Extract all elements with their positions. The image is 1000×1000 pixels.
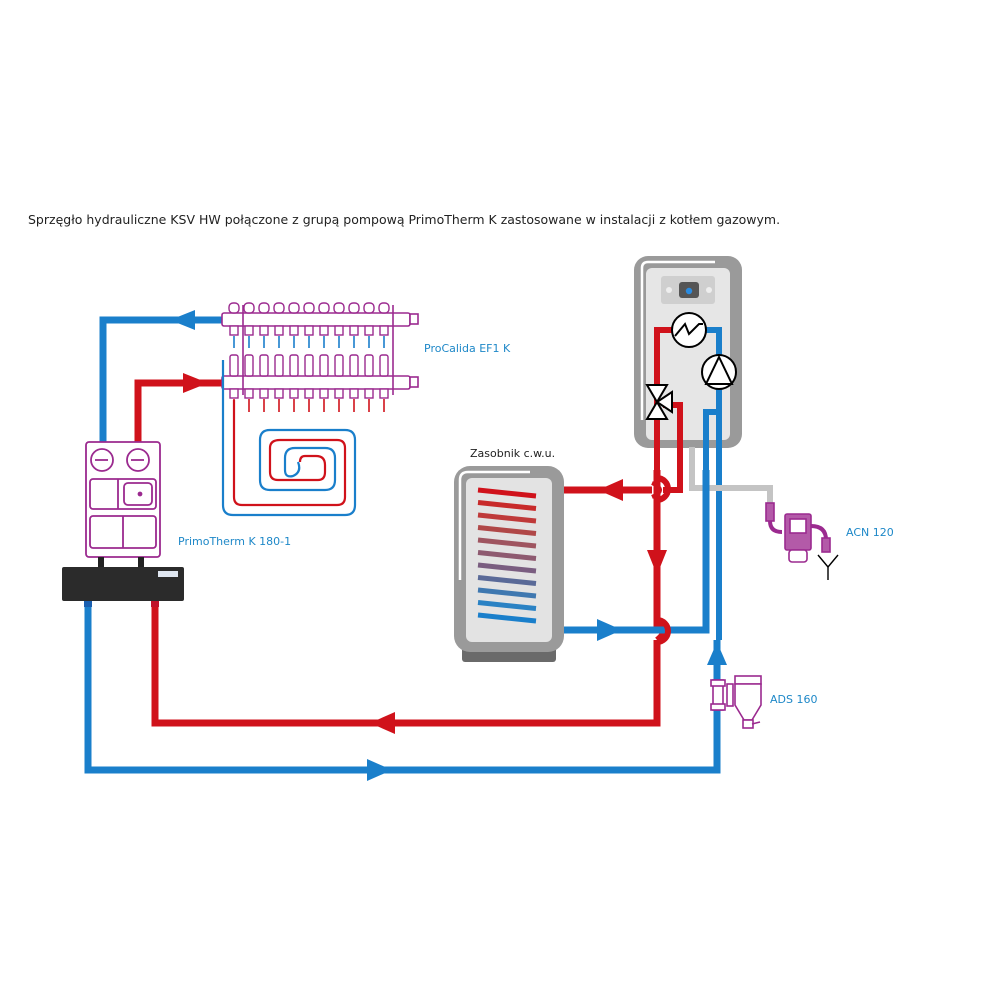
manifold-outlet	[319, 325, 329, 336]
manifold-valve-cap	[333, 302, 345, 314]
manifold-outlet	[349, 325, 359, 336]
manifold-valve-cap	[258, 302, 270, 314]
manifold-outlet	[304, 388, 314, 399]
boiler-internal-piping	[654, 327, 722, 640]
acn-120-device	[765, 502, 831, 563]
manifold-outlet	[289, 388, 299, 399]
manifold-valve-cap	[228, 302, 240, 314]
flowmeter	[349, 354, 359, 377]
manifold-valve-cap	[303, 302, 315, 314]
cold-water-pipe	[689, 447, 773, 505]
flowmeter	[334, 354, 344, 377]
tank-return-pipe	[530, 470, 710, 641]
manifold-outlet	[274, 388, 284, 399]
flowmeter	[229, 354, 239, 377]
tank-coil-segment	[477, 550, 537, 561]
pipe-crossovers	[656, 475, 671, 645]
manifold-valve-cap	[273, 302, 285, 314]
drain-symbol-icon	[817, 554, 839, 580]
manifold-outlet	[274, 325, 284, 336]
manifold-valve-cap	[348, 302, 360, 314]
ads-160-separator	[710, 675, 762, 729]
flowmeter	[289, 354, 299, 377]
flow-arrow-right	[597, 619, 622, 641]
tank-coil-segment	[477, 612, 537, 624]
flowmeter	[244, 354, 254, 377]
tank-coil-segment	[477, 537, 537, 549]
manifold-valves	[228, 302, 390, 412]
manifold-outlet	[229, 325, 239, 336]
manifold-valve-cap	[243, 302, 255, 314]
flowmeter	[274, 354, 284, 377]
manifold-outlet	[244, 325, 254, 336]
manifold-valve-cap	[363, 302, 375, 314]
manifold-valve-cap	[318, 302, 330, 314]
flow-arrow-right	[367, 759, 392, 781]
manifold-valve-cap	[288, 302, 300, 314]
flowmeter	[319, 354, 329, 377]
manifold-outlet	[244, 388, 254, 399]
tank-coil-segment	[477, 525, 537, 536]
circulation-pump-icon	[701, 354, 737, 390]
flow-arrow-right	[183, 373, 208, 393]
tank-coil-segment	[477, 575, 537, 586]
manifold-outlet	[364, 325, 374, 336]
manifold-outlet	[259, 388, 269, 399]
heat-exchanger-icon	[671, 312, 707, 348]
flowmeter	[259, 354, 269, 377]
underfloor-heating-loop	[221, 360, 357, 517]
flow-arrow-up	[707, 642, 727, 665]
return-pipe-manifold	[99, 310, 222, 445]
manifold-outlet	[229, 388, 239, 399]
manifold-outlet	[319, 388, 329, 399]
flow-arrow-down	[647, 550, 667, 575]
tank-coil-segment	[477, 587, 537, 599]
pump-group-primotherm	[85, 441, 161, 558]
manifold-outlet	[304, 325, 314, 336]
hydraulic-separator-ksv	[62, 557, 184, 607]
label-primotherm: PrimoTherm K 180-1	[178, 535, 292, 548]
diagram-caption: Sprzęgło hydrauliczne KSV HW połączone z…	[28, 212, 781, 227]
manifold-outlet	[349, 388, 359, 399]
label-acn-120: ACN 120	[846, 526, 894, 539]
supply-pipe-bottom	[151, 607, 661, 734]
manifold-outlet	[379, 388, 389, 399]
manifold-outlet	[334, 388, 344, 399]
label-dhw-tank: Zasobnik c.w.u.	[470, 447, 556, 460]
manifold-outlet	[259, 325, 269, 336]
tank-coil-segment	[477, 600, 537, 611]
supply-pipe-manifold	[134, 373, 222, 445]
label-procalida: ProCalida EF1 K	[424, 342, 511, 355]
flow-arrow-left	[370, 712, 395, 734]
dhw-tank	[454, 466, 564, 662]
tank-coil-segment	[477, 562, 537, 574]
flowmeter	[304, 354, 314, 377]
flowmeter	[379, 354, 389, 377]
tank-coil-segment	[477, 487, 537, 499]
manifold-outlet	[379, 325, 389, 336]
manifold-outlet	[364, 388, 374, 399]
manifold-outlet	[334, 325, 344, 336]
flowmeter	[364, 354, 374, 377]
flow-arrow-left	[598, 479, 623, 501]
flow-arrow-left	[170, 310, 195, 330]
manifold-outlet	[289, 325, 299, 336]
manifold-valve-cap	[378, 302, 390, 314]
manifold-procalida	[221, 305, 419, 395]
tank-coil-segment	[477, 500, 537, 511]
label-ads-160: ADS 160	[770, 693, 818, 706]
three-way-valve-icon	[645, 384, 673, 420]
tank-coil-segment	[477, 512, 537, 524]
